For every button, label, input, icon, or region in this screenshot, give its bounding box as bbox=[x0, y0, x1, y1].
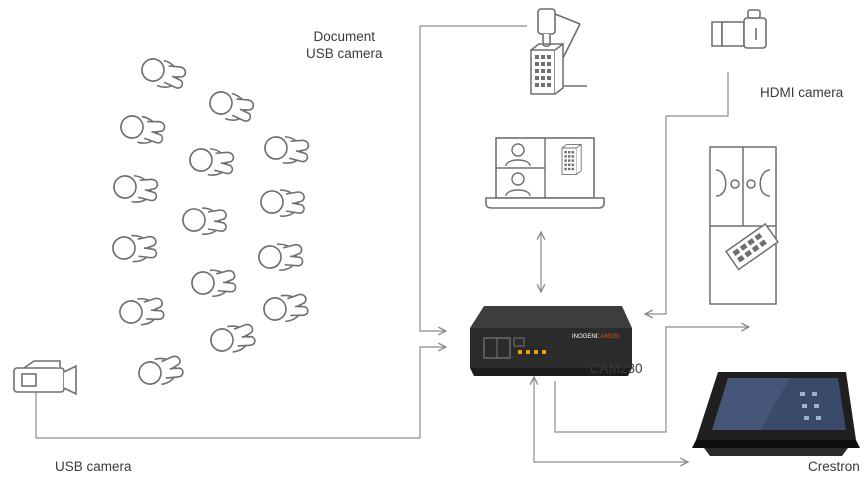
person-icon bbox=[182, 207, 227, 235]
person-icon bbox=[190, 267, 237, 299]
person-icon bbox=[137, 54, 188, 93]
crestron-label: Crestron bbox=[808, 459, 860, 474]
document-camera-label-line2: USB camera bbox=[306, 46, 383, 61]
touch-panel-icon bbox=[692, 372, 860, 456]
person-icon bbox=[261, 290, 310, 326]
person-icon bbox=[111, 233, 158, 264]
usb-camera-line bbox=[35, 347, 446, 439]
person-icon bbox=[263, 134, 310, 166]
person-icon bbox=[205, 87, 256, 126]
usb-camera-icon bbox=[13, 360, 77, 396]
document-camera-label: Document USB camera bbox=[306, 28, 383, 62]
person-icon bbox=[135, 352, 186, 391]
person-icon bbox=[260, 189, 305, 217]
building-icon bbox=[530, 43, 587, 95]
person-icon bbox=[257, 241, 304, 273]
device-brand-right: CAM230 bbox=[596, 334, 620, 340]
hdmi-camera-label: HDMI camera bbox=[760, 85, 844, 100]
crestron-line bbox=[534, 377, 688, 462]
device-label: CAM230 bbox=[590, 361, 643, 376]
audience bbox=[111, 54, 310, 391]
person-icon bbox=[188, 146, 235, 178]
status-leds bbox=[518, 350, 546, 354]
cam230-device: CAM230 INOGENI bbox=[470, 306, 632, 376]
document-camera-label-line1: Document bbox=[313, 29, 376, 44]
laptop-icon bbox=[485, 137, 605, 209]
connection-lines bbox=[35, 25, 749, 462]
device-brand-left: INOGENI bbox=[572, 334, 598, 340]
person-icon bbox=[112, 173, 159, 205]
lectern-icon bbox=[724, 222, 780, 271]
person-icon bbox=[117, 112, 167, 148]
person-icon bbox=[207, 320, 258, 357]
person-icon bbox=[117, 294, 166, 329]
hdmi-camera-line bbox=[645, 72, 729, 314]
doc-camera-line bbox=[419, 25, 527, 331]
usb-camera-label: USB camera bbox=[55, 459, 132, 474]
hdmi-camera-icon bbox=[711, 9, 767, 49]
